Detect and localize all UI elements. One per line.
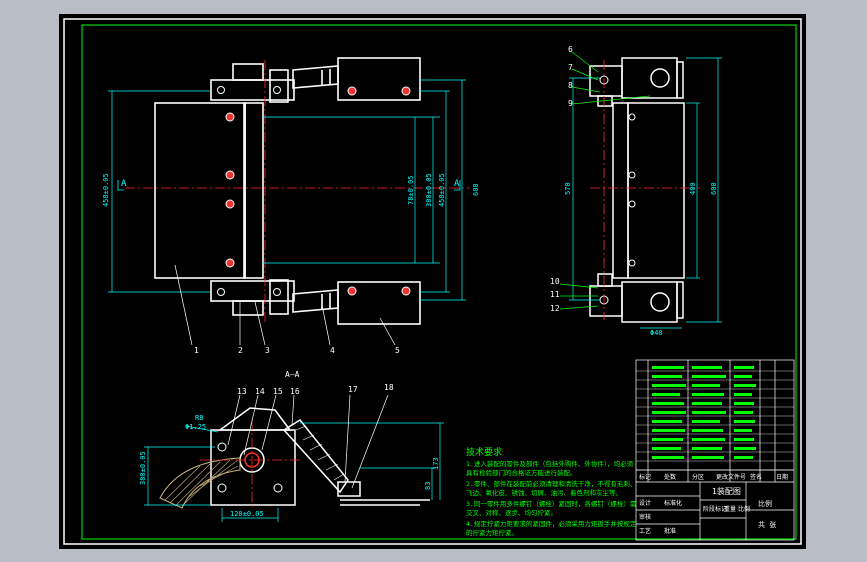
footer-label-11: 比例 (738, 505, 750, 513)
balloon-7: 7 (568, 63, 573, 72)
notes-line-5: 3.同一零件用多件螺钉（螺栓）紧固时，各螺钉（螺栓）需 (466, 499, 637, 508)
footer-label-13: 工艺 (639, 527, 651, 535)
view-marker-left: A (121, 179, 127, 189)
view-marker-right: A (454, 179, 460, 189)
front-balloons: 1 2 3 4 5 (194, 346, 400, 355)
notes-title: 技术要求 (466, 446, 502, 458)
footer-label-8: 标准化 (664, 499, 682, 507)
balloon-12: 12 (550, 304, 560, 313)
balloon-5: 5 (395, 346, 400, 355)
section-leaders (227, 394, 389, 489)
side-centerlines (590, 60, 700, 320)
front-centerlines (125, 60, 470, 322)
section-centerlines (200, 420, 300, 510)
balloon-9: 9 (568, 99, 573, 108)
footer-label-9: 阶段标记 (703, 505, 727, 513)
section-balloons: 13 14 15 16 17 18 (237, 383, 394, 396)
footer-label-5: 签名 (750, 473, 762, 481)
front-view (154, 57, 421, 325)
dim-side-right-2: 600 (710, 182, 718, 195)
dim-section-radius-2: Φ1.25 (185, 423, 206, 431)
balloon-1: 1 (194, 346, 199, 355)
notes-line-1: 1.进入装配的零件及部件（包括外购件、外协件），均必须 (466, 459, 634, 468)
footer-label-1: 标记 (639, 473, 651, 481)
side-view (589, 57, 685, 323)
notes-line-6: 交叉、对称、逐步、均匀拧紧。 (466, 508, 557, 517)
dim-front-right-1: 458±0.05 (438, 173, 446, 207)
footer-label-12: 审核 (639, 513, 651, 521)
section-hatch-lines (164, 459, 239, 507)
dim-section-radius: R8 (195, 414, 203, 422)
balloon-13: 13 (237, 387, 247, 396)
scale-label: 比例 (758, 499, 772, 508)
balloon-3: 3 (265, 346, 270, 355)
dim-side-left: 570 (564, 182, 572, 195)
side-balloons: 6 7 8 9 10 11 12 (550, 45, 573, 313)
footer-label-3: 分区 (692, 473, 704, 481)
notes-line-7: 4.规定拧紧力矩要求的紧固件，必须采用力矩扳手并按规定 (466, 519, 637, 528)
dim-front-inner-1: 78±0.05 (407, 175, 415, 205)
footer-label-14: 批准 (664, 527, 676, 535)
balloon-17: 17 (348, 385, 358, 394)
section-spring-hatch (295, 425, 345, 481)
footer-label-4: 更改文件号 (716, 473, 746, 481)
side-dimensions (569, 57, 722, 329)
technical-notes: 技术要求 1.进入装配的零件及部件（包括外购件、外协件），均必须 具有检验部门的… (466, 446, 637, 537)
dim-section-left: 380±0.05 (139, 451, 147, 485)
notes-line-2: 具有检验部门的合格证方能进行装配。 (466, 468, 577, 477)
bom-rows (636, 370, 794, 471)
balloon-2: 2 (238, 346, 243, 355)
section-dimensions (144, 422, 444, 522)
view-markers: A A (121, 179, 460, 189)
front-frame (244, 102, 264, 279)
balloon-15: 15 (273, 387, 283, 396)
front-leaders (174, 264, 396, 346)
dim-section-right-2: 83 (424, 482, 432, 490)
dim-section-bottom: 120±0.05 (230, 510, 264, 518)
balloon-4: 4 (330, 346, 335, 355)
section-label: A—A (285, 370, 300, 379)
balloon-14: 14 (255, 387, 265, 396)
notes-line-3: 2.零件、部件在装配前必须清理和清洗干净，不得有毛刺、 (466, 479, 636, 488)
balloon-18: 18 (384, 383, 394, 392)
footer-label-2: 处数 (664, 473, 676, 481)
front-bolt-holes (217, 86, 411, 296)
notes-line-8: 的拧紧力矩拧紧。 (466, 528, 518, 537)
balloon-8: 8 (568, 81, 573, 90)
drawing-title: 1装配图 (712, 486, 741, 496)
side-dimension-labels: 570 400 600 Φ40 (564, 182, 718, 337)
sheet-inner-border (81, 24, 797, 540)
balloon-11: 11 (550, 290, 560, 299)
footer-label-10: 重量 (724, 505, 736, 513)
balloon-6: 6 (568, 45, 573, 54)
section-hatched-arm (159, 457, 241, 509)
dim-front-inner-2: 380±0.05 (425, 173, 433, 207)
notes-line-4: 飞边、氧化皮、锈蚀、切屑、油污、着色剂和灰尘等。 (466, 488, 622, 497)
balloon-16: 16 (290, 387, 300, 396)
side-leaders (559, 51, 651, 310)
dim-front-right-2: 608 (472, 183, 480, 196)
front-dimensions (108, 79, 466, 301)
footer-label-7: 设计 (639, 499, 651, 507)
section-dimension-labels: R8 Φ1.25 380±0.05 120±0.05 173 83 (139, 414, 440, 518)
balloon-10: 10 (550, 277, 560, 286)
dim-section-right-1: 173 (432, 457, 440, 470)
sheet-border (63, 18, 802, 545)
footer-label-6: 日期 (776, 473, 788, 481)
title-block-text: 1装配图 比例 共 张 标记 处数 分区 更改文件号 签名 日期 设计 标准化 … (639, 473, 788, 535)
sheet-label: 共 张 (758, 520, 776, 529)
dim-front-left: 458±0.05 (102, 173, 110, 207)
bom-cell-marks (652, 366, 756, 459)
dim-side-right-1: 400 (689, 182, 697, 195)
section-holes (217, 442, 283, 493)
dim-side-bottom: Φ40 (650, 329, 663, 337)
front-dimension-labels: 458±0.05 78±0.05 380±0.05 458±0.05 608 (102, 173, 480, 207)
